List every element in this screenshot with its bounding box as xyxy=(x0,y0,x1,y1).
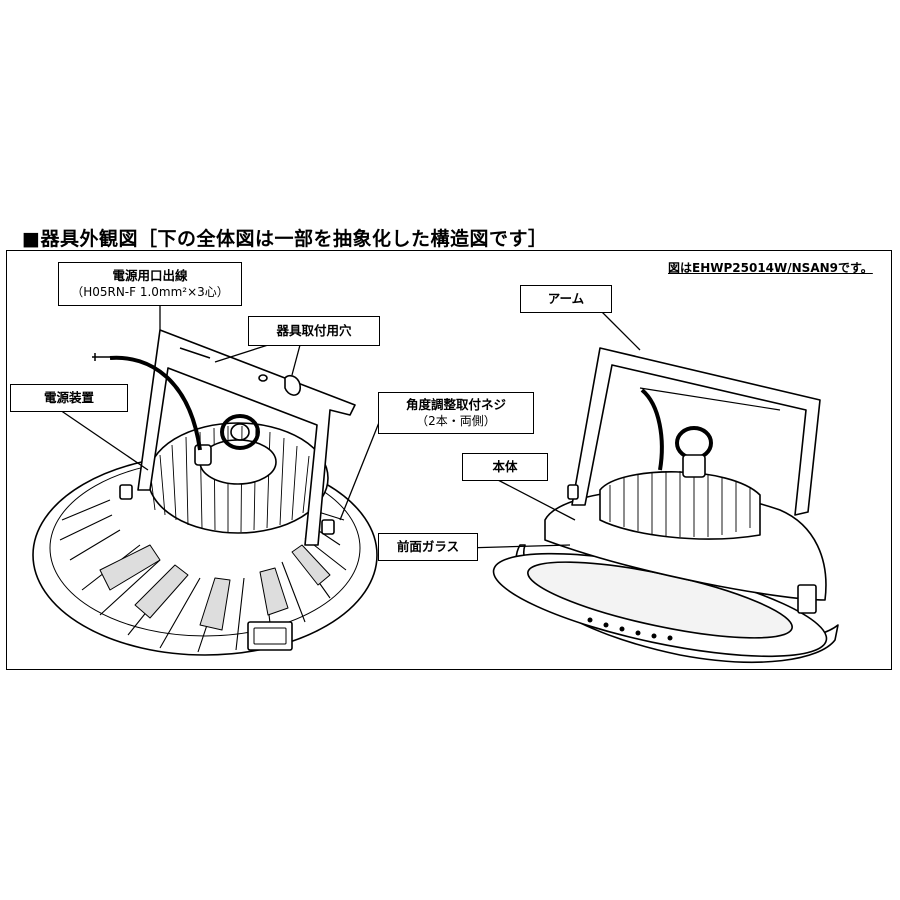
left-power-cable xyxy=(109,355,202,451)
left-nameplate xyxy=(247,621,293,651)
label-arm: アーム xyxy=(520,285,612,313)
label-power-unit-title: 電源装置 xyxy=(43,390,94,405)
diagram-frame xyxy=(6,250,892,670)
label-angle-screw: 角度調整取付ネジ （2本・両側） xyxy=(378,392,534,434)
label-angle-screw-title: 角度調整取付ネジ xyxy=(405,397,506,412)
label-angle-screw-spec: （2本・両側） xyxy=(416,414,496,428)
label-arm-title: アーム xyxy=(547,291,585,306)
right-eye-bolt xyxy=(675,426,713,460)
label-mounting-hole-title: 器具取付用穴 xyxy=(276,323,352,338)
left-eye-bolt xyxy=(220,414,260,450)
left-fixture xyxy=(32,329,378,656)
page-heading: ■器具外観図［下の全体図は一部を抽象化した構造図です］ xyxy=(22,228,548,250)
left-arm xyxy=(137,329,356,546)
label-power-cable-title: 電源用口出線 xyxy=(112,268,188,283)
label-power-cable: 電源用口出線 （H05RN-F 1.0mm²×3心） xyxy=(58,262,242,306)
right-arm xyxy=(571,347,821,516)
label-front-glass: 前面ガラス xyxy=(378,533,478,561)
label-body: 本体 xyxy=(462,453,548,481)
label-body-title: 本体 xyxy=(492,459,518,474)
leader-lines xyxy=(59,305,641,549)
right-fixture xyxy=(492,347,839,663)
label-mounting-hole: 器具取付用穴 xyxy=(248,316,380,346)
right-power-cable xyxy=(640,388,664,471)
label-power-cable-spec: （H05RN-F 1.0mm²×3心） xyxy=(71,285,229,299)
label-power-unit: 電源装置 xyxy=(10,384,128,412)
model-note: 図はEHWP25014W/NSAN9です。 xyxy=(668,261,873,275)
label-front-glass-title: 前面ガラス xyxy=(396,539,460,554)
